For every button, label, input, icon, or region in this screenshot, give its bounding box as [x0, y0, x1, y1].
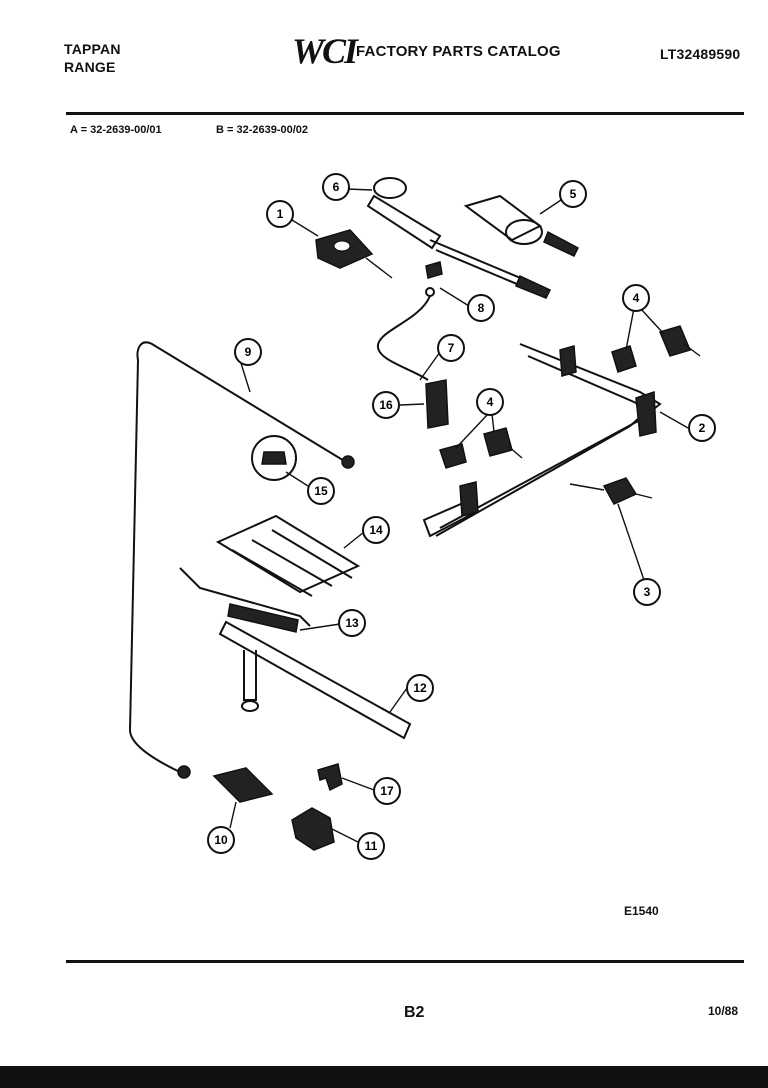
part-5-drawing	[463, 194, 579, 257]
svg-text:11: 11	[365, 839, 378, 853]
part-1-drawing	[315, 229, 393, 279]
svg-text:7: 7	[448, 341, 455, 355]
part-17-drawing	[317, 763, 343, 792]
svg-text:12: 12	[413, 681, 427, 695]
callout-14: 14	[362, 516, 390, 544]
callout-13: 13	[338, 609, 366, 637]
model-a-label: A = 32-2639-00/01	[70, 124, 162, 136]
part-16-drawing	[425, 379, 449, 429]
svg-text:8: 8	[478, 301, 485, 315]
catalog-number: LT32489590	[660, 46, 741, 62]
part-3-drawing	[602, 477, 638, 505]
footer-rule	[66, 960, 744, 963]
part-7-drawing	[377, 295, 431, 381]
callout-15: 15	[307, 477, 335, 505]
svg-text:17: 17	[380, 784, 394, 798]
part-10-drawing	[212, 767, 274, 803]
brand-label: TAPPAN RANGE	[64, 40, 121, 76]
header-rule	[66, 112, 744, 115]
svg-text:14: 14	[369, 523, 383, 537]
svg-text:15: 15	[314, 484, 328, 498]
part-13-drawing	[179, 567, 311, 633]
callout-4-right: 4	[622, 284, 650, 312]
svg-text:6: 6	[333, 180, 340, 194]
part-6-drawing	[366, 177, 552, 299]
svg-text:4: 4	[633, 291, 640, 305]
part-12-drawing	[218, 620, 412, 740]
part-4-drawing-right	[611, 325, 701, 373]
part-11-drawing	[291, 807, 335, 851]
catalog-date: 10/88	[708, 1004, 739, 1018]
callout-17: 17	[373, 777, 401, 805]
callout-3: 3	[633, 578, 661, 606]
callout-4-left: 4	[476, 388, 504, 416]
part-2-drawing	[422, 343, 662, 538]
part-15-drawing	[251, 435, 297, 481]
callout-6: 6	[322, 173, 350, 201]
callout-7: 7	[437, 334, 465, 362]
callout-8: 8	[467, 294, 495, 322]
part-9-drawing	[128, 341, 347, 775]
callout-10: 10	[207, 826, 235, 854]
svg-text:1: 1	[277, 207, 284, 221]
svg-text:16: 16	[379, 398, 393, 412]
callout-5: 5	[559, 180, 587, 208]
svg-text:13: 13	[345, 616, 359, 630]
model-b-label: B = 32-2639-00/02	[216, 124, 309, 136]
scan-bottom-edge	[0, 1066, 768, 1088]
svg-text:9: 9	[245, 345, 252, 359]
svg-text:3: 3	[644, 585, 651, 599]
svg-text:10: 10	[214, 833, 228, 847]
callout-9: 9	[234, 338, 262, 366]
page-number: B2	[404, 1004, 425, 1021]
callout-16: 16	[372, 391, 400, 419]
part-14-drawing	[215, 514, 361, 597]
callout-12: 12	[406, 674, 434, 702]
svg-text:5: 5	[570, 187, 577, 201]
catalog-title: FACTORY PARTS CATALOG	[356, 43, 561, 60]
svg-text:4: 4	[487, 395, 494, 409]
diagram-reference: E1540	[624, 904, 659, 918]
callout-11: 11	[357, 832, 385, 860]
brand-line-1: TAPPAN	[64, 41, 121, 57]
svg-text:2: 2	[699, 421, 706, 435]
callout-2: 2	[688, 414, 716, 442]
callout-1: 1	[266, 200, 294, 228]
part-8-drawing	[425, 261, 443, 297]
wci-logo: WCI	[292, 31, 358, 71]
brand-line-2: RANGE	[64, 59, 116, 75]
part-4-drawing-left	[439, 427, 523, 469]
